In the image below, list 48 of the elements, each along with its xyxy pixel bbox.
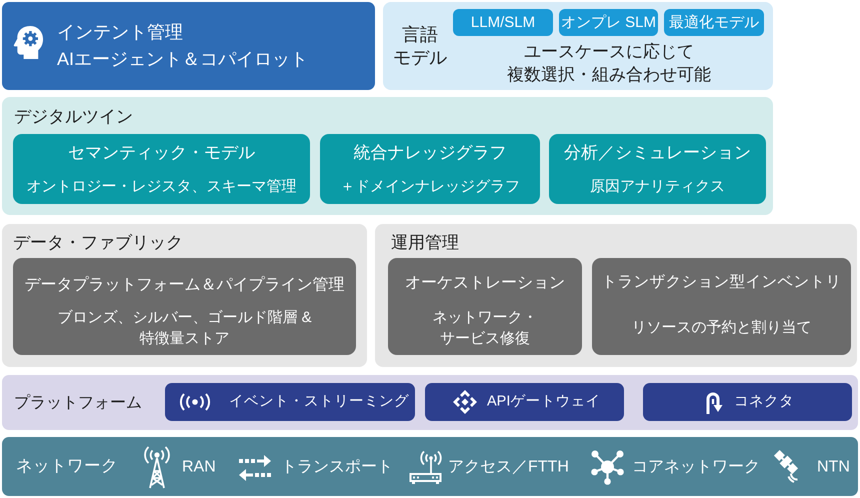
component-box [388, 258, 582, 355]
layer-title: デジタルツイン [14, 106, 133, 128]
layer-title: インテント管理 [57, 22, 183, 44]
component-box [320, 134, 540, 204]
layer-panel [383, 2, 773, 90]
component-box [549, 134, 766, 204]
box-title: セマンティック・モデル [68, 142, 255, 164]
box-title: 統合ナレッジグラフ [354, 142, 506, 164]
box-title: トランザクション型インベントリ [602, 274, 842, 292]
layer-title: 運用管理 [391, 232, 459, 254]
layer-panel [2, 224, 367, 367]
layer-panel [375, 224, 857, 367]
box-title: オーケストレーション [405, 273, 565, 293]
tag-label: コネクタ [734, 393, 794, 411]
item-label: NTN [817, 457, 850, 477]
box-subtitle: ネットワーク・サービス修復 [432, 308, 538, 349]
layer-subtitle: AIエージェント＆コパイロット [57, 49, 308, 71]
layer-panel [2, 2, 375, 90]
tag-label: イベント・ストリーミング [229, 393, 409, 411]
layer-title: データ・ファブリック [13, 232, 183, 254]
item-label: RAN [182, 457, 216, 477]
item-label: トランスポート [281, 457, 393, 477]
box-title: データプラットフォーム＆パイプライン管理 [24, 275, 344, 295]
layer-panel [2, 97, 773, 215]
model-tag: 最適化モデル [664, 9, 764, 36]
service-tag [165, 383, 415, 421]
box-subtitle: リソースの予約と割り当て [632, 319, 812, 337]
service-tag [643, 383, 852, 421]
item-label: コアネットワーク [632, 457, 760, 477]
component-box [13, 134, 310, 204]
item-label: アクセス／FTTH [448, 457, 569, 477]
layer-panel [2, 375, 858, 430]
layer-panel [2, 437, 858, 496]
layer-description: ユースケースに応じて複数選択・組み合わせ可能 [507, 41, 711, 86]
box-subtitle: ＋ドメインナレッジグラフ [340, 178, 520, 196]
box-subtitle: オントロジー・レジスタ、スキーマ管理 [26, 178, 296, 196]
model-tag: オンプレ SLM [559, 9, 658, 36]
component-box [13, 258, 356, 355]
layer-title: プラットフォーム [14, 393, 142, 413]
layer-title: ネットワーク [16, 457, 118, 477]
model-tag: LLM/SLM [453, 9, 553, 36]
box-title: 分析／シミュレーション [564, 142, 751, 164]
box-subtitle: ブロンズ、シルバー、ゴールド階層 & 特徴量ストア [57, 308, 312, 349]
layer-title: 言語モデル [393, 24, 447, 68]
box-subtitle: 原因アナリティクス [590, 178, 725, 196]
service-tag [425, 383, 624, 421]
component-box [592, 258, 851, 355]
tag-label: APIゲートウェイ [487, 393, 600, 411]
